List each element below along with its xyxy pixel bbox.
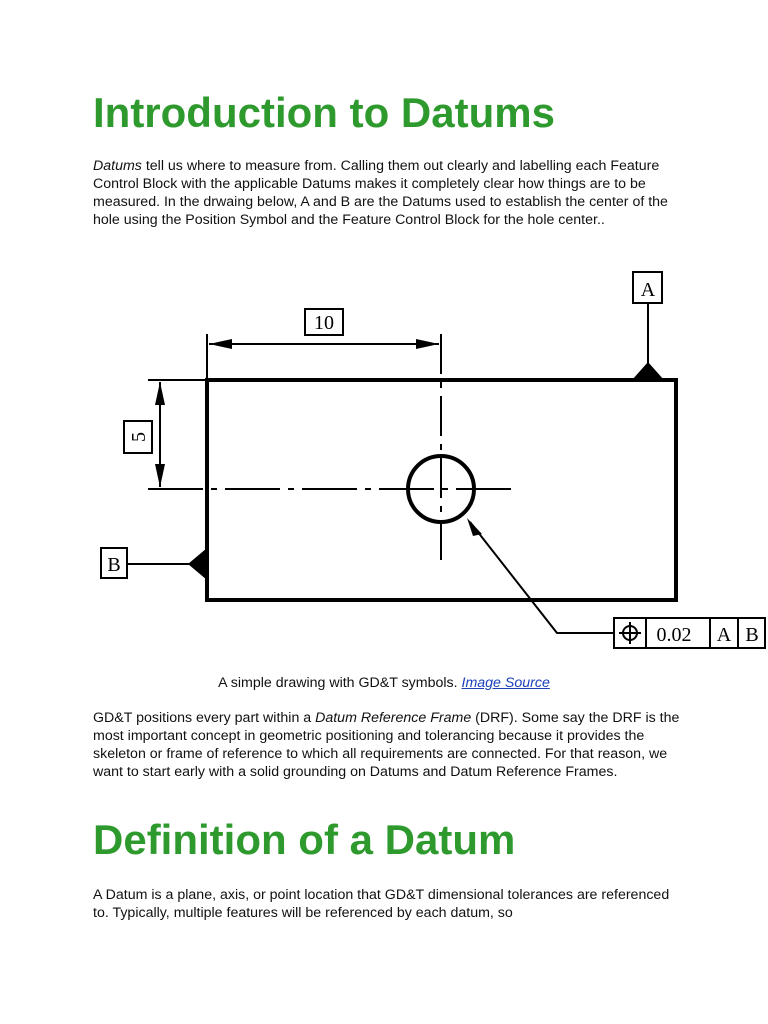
datum-a-triangle xyxy=(632,362,664,380)
caption-text: A simple drawing with GD&T symbols. xyxy=(218,675,462,691)
dim-box-vertical xyxy=(123,420,153,454)
datum-a-label: A xyxy=(641,279,656,301)
fcf-datum-ref-a: A xyxy=(717,624,732,646)
dim-box-horizontal xyxy=(304,308,344,336)
arrowhead-left xyxy=(209,339,232,349)
page-title: Introduction to Datums xyxy=(93,89,555,136)
figure-caption: A simple drawing with GD&T symbols. Imag… xyxy=(0,674,768,692)
datums-term: Datums xyxy=(93,158,142,174)
datum-b-triangle xyxy=(188,548,207,580)
drf-paragraph: GD&T positions every part within a Datum… xyxy=(93,709,683,781)
intro-paragraph-text: tell us where to measure from. Calling t… xyxy=(93,158,668,228)
drf-term: Datum Reference Frame xyxy=(315,710,472,726)
position-icon xyxy=(619,622,641,644)
datum-b-label: B xyxy=(107,554,120,576)
drf-paragraph-start: GD&T positions every part within a xyxy=(93,710,316,726)
section-heading: Definition of a Datum xyxy=(93,816,516,863)
datum-b-box xyxy=(100,547,128,579)
intro-paragraph: Datums tell us where to measure from. Ca… xyxy=(93,157,683,229)
definition-paragraph: A Datum is a plane, axis, or point locat… xyxy=(93,887,670,921)
arrowhead-right xyxy=(416,339,439,349)
fcf-leader xyxy=(469,521,614,634)
part-outline xyxy=(205,378,678,602)
fcf-leader-arrowhead xyxy=(467,518,482,536)
fcf-datum-ref-b: B xyxy=(745,624,758,646)
dim-value-horizontal: 10 xyxy=(314,312,334,334)
arrowhead-top xyxy=(155,382,165,405)
drf-paragraph-end: (DRF). Some say the DRF is the most impo… xyxy=(93,710,680,780)
fcf-tolerance: 0.02 xyxy=(657,624,692,646)
arrowhead-bottom xyxy=(155,464,165,487)
dim-value-vertical: 5 xyxy=(128,432,150,442)
image-source-link[interactable]: Image Source xyxy=(461,675,550,691)
